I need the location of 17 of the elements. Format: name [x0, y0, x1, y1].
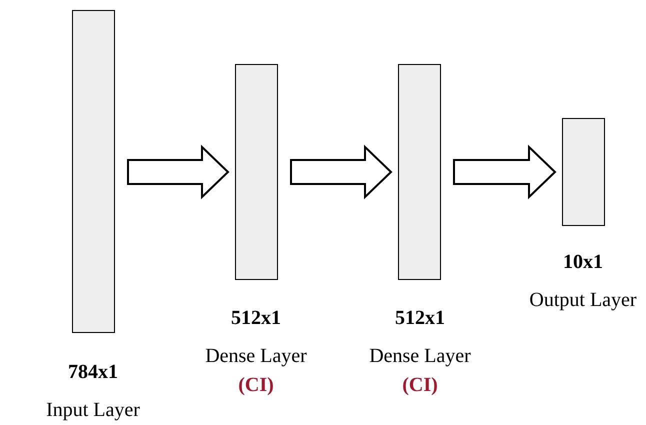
block-arrow	[290, 144, 392, 200]
layer-label: Dense Layer	[205, 344, 307, 368]
layer-label: Dense Layer	[369, 344, 471, 368]
dimension-label: 10x1	[563, 250, 603, 274]
dimension-label: 512x1	[395, 306, 445, 330]
layer-bar	[235, 64, 278, 280]
dimension-label: 784x1	[68, 360, 118, 384]
dimension-label: 512x1	[231, 306, 281, 330]
layer-label: Output Layer	[529, 288, 637, 312]
block-arrow	[127, 144, 230, 200]
layer-label: Input Layer	[46, 398, 140, 422]
layer-tag: (CI)	[238, 373, 274, 397]
layer-bar	[562, 118, 605, 226]
layer-tag: (CI)	[402, 373, 438, 397]
block-arrow	[453, 144, 556, 200]
layer-bar	[398, 64, 441, 280]
layer-bar	[72, 10, 115, 333]
